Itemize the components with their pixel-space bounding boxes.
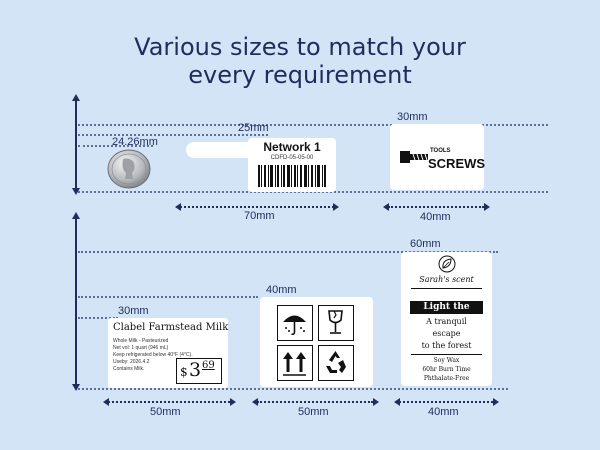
milk-height-dimension: 30mm: [118, 305, 149, 317]
milk-width-dimension: 50mm: [150, 406, 181, 418]
fragile-glass-icon: [318, 305, 354, 341]
row2-height-axis: [75, 218, 77, 386]
milk-label-line-5: Contains Milk.: [113, 366, 145, 372]
row1-guide-25mm: [78, 134, 268, 136]
price-main: 3: [189, 359, 202, 381]
candle-foot-3: Phthalate-Free: [423, 375, 470, 382]
price-cents: 69: [202, 360, 215, 371]
leaf-icon: [438, 255, 456, 273]
row2-arrow-up: [72, 212, 80, 219]
candle-heading-bar: Light the calm: [410, 301, 483, 325]
this-way-up-icon: [277, 345, 313, 381]
candle-divider: [411, 354, 482, 355]
tools-width-dimension: 40mm: [420, 211, 451, 223]
network-barcode: [258, 165, 326, 187]
row1-baseline: [78, 191, 548, 193]
candle-width-arrow-left: [394, 398, 400, 406]
row2-guide-30mm: [78, 317, 118, 319]
network-label-body: Network 1 CDFD-05-05-00: [248, 138, 336, 192]
tools-small-text: TOOLS: [430, 148, 451, 154]
row2-guide-40mm: [78, 296, 258, 298]
candle-heading: Light the calm: [423, 302, 470, 325]
row2-arrow-down: [72, 384, 80, 391]
candle-brand: Sarah's scent: [419, 275, 474, 284]
milk-label-line-3: Keep refrigerated below 40°F (4°C).: [113, 352, 193, 358]
candle-line-2: escape: [432, 329, 461, 338]
candle-height-dimension: 60mm: [410, 238, 441, 250]
candle-line-3: to the forest: [421, 341, 472, 350]
candle-line-1: A tranquil: [426, 317, 467, 326]
tools-width-arrow-left: [383, 203, 389, 211]
network-label-title: Network 1: [263, 140, 321, 154]
milk-label-title: Clabel Farmstead Milk: [113, 322, 229, 333]
icons-height-dimension: 40mm: [266, 284, 297, 296]
row1-arrow-up: [72, 94, 80, 101]
network-cable-label: Network 1 CDFD-05-05-00: [186, 138, 336, 194]
candle-width-arrow-right: [493, 398, 499, 406]
quarter-coin-image: [107, 149, 151, 189]
brand-underline: [411, 288, 482, 289]
icons-width-line: [257, 401, 373, 403]
coin-dimension: 24.26mm: [112, 136, 158, 148]
bolt-icon: [400, 148, 428, 166]
network-width-dimension: 70mm: [244, 210, 275, 222]
milk-label-line-4: Useby: 2026.4.2: [113, 359, 150, 365]
row2-baseline: [78, 388, 508, 390]
milk-label-line-2: Net vol: 1 quart (946 mL): [113, 345, 169, 351]
milk-width-arrow-left: [103, 398, 109, 406]
row1-height-axis: [75, 100, 77, 190]
icons-width-dimension: 50mm: [298, 406, 329, 418]
umbrella-icon: [277, 305, 313, 341]
network-label-code: CDFD-05-05-00: [270, 155, 314, 161]
headline-line-1: Various sizes to match your: [134, 33, 466, 61]
tools-height-dimension: 30mm: [397, 111, 428, 123]
price-box: $ 3 69: [176, 358, 222, 384]
row1-guide-coin: [78, 145, 153, 147]
recycle-icon: [318, 345, 354, 381]
milk-width-line: [108, 401, 230, 403]
tools-screws-label: TOOLS SCREWS: [390, 124, 486, 190]
network-width-line: [180, 206, 334, 208]
price-dollar: $: [180, 365, 188, 379]
tools-width-arrow-right: [484, 203, 490, 211]
screws-text: SCREWS: [428, 156, 486, 171]
handling-icons-label: [260, 297, 373, 387]
milk-label: Clabel Farmstead Milk Whole Milk - Paste…: [108, 318, 228, 388]
tools-width-line: [388, 206, 484, 208]
row1-guide-30mm: [78, 124, 548, 126]
cable-label-tab: [186, 142, 258, 158]
candle-foot-2: 60hr Burn Time: [422, 366, 471, 373]
headline-line-2: every requirement: [188, 61, 412, 89]
candle-foot-1: Soy Wax: [433, 357, 460, 364]
network-width-arrow-right: [333, 203, 339, 211]
icons-width-arrow-left: [252, 398, 258, 406]
milk-width-arrow-right: [230, 398, 236, 406]
icons-width-arrow-right: [373, 398, 379, 406]
row1-arrow-down: [72, 188, 80, 195]
network-height-dimension: 25mm: [238, 122, 269, 134]
milk-label-line-1: Whole Milk - Pasteurized: [113, 338, 169, 344]
candle-width-dimension: 40mm: [428, 406, 459, 418]
network-width-arrow-left: [175, 203, 181, 211]
candle-width-line: [399, 401, 493, 403]
candle-label: Sarah's scent Light the calm A tranquil …: [401, 252, 492, 386]
row2-guide-60mm: [78, 251, 498, 253]
